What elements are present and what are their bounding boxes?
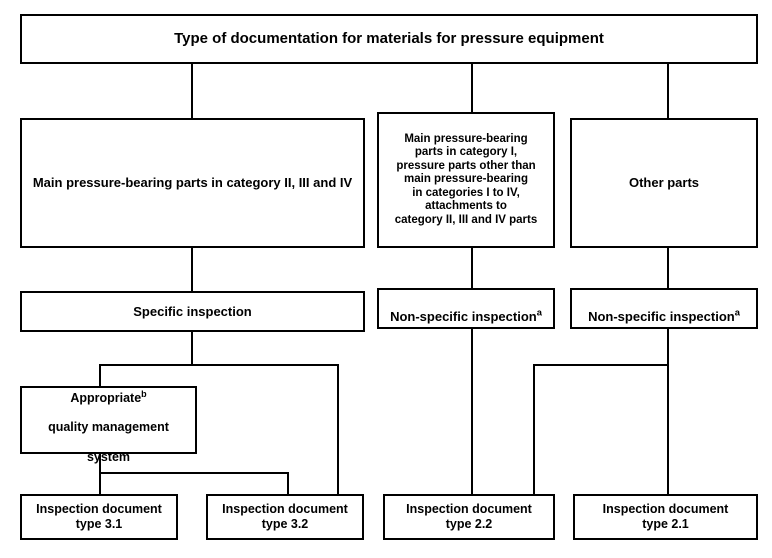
connector-specific-split-bar xyxy=(99,364,339,366)
connector-title-to-cat1 xyxy=(191,62,193,120)
title-box-label: Type of documentation for materials for … xyxy=(174,30,604,48)
category-box-1: Main pressure-bearing parts in category … xyxy=(20,118,365,248)
qms-line-3: system xyxy=(86,449,131,464)
footnote-marker-a1: a xyxy=(536,307,542,318)
title-box: Type of documentation for materials for … xyxy=(20,14,758,64)
connector-split-to-doc32 xyxy=(337,364,339,496)
connector-nonspecific-a1-to-doc22 xyxy=(471,328,473,496)
connector-specific-drop xyxy=(191,330,193,366)
document-box-type-31-label: Inspection document type 3.1 xyxy=(36,502,162,531)
connector-nonspecific-a2-drop xyxy=(667,328,669,366)
inspection-box-nonspecific-a1-label: Non-specific inspectiona xyxy=(386,293,546,324)
document-box-type-22: Inspection document type 2.2 xyxy=(383,494,555,540)
connector-a2-bar-to-doc22-right xyxy=(533,364,535,496)
category-box-3-label: Other parts xyxy=(628,175,700,191)
connector-nonspecific-a2-bar xyxy=(533,364,669,366)
quality-management-box-label: Appropriateb quality management system xyxy=(44,376,173,465)
connector-qms-to-doc32-left xyxy=(287,472,289,496)
inspection-a1-text: Non-specific inspection xyxy=(390,308,537,324)
inspection-a2-text: Non-specific inspection xyxy=(588,308,735,324)
document-box-type-21: Inspection document type 2.1 xyxy=(573,494,758,540)
inspection-box-specific-label: Specific inspection xyxy=(133,303,252,319)
document-box-type-22-label: Inspection document type 2.2 xyxy=(406,502,532,531)
quality-management-box: Appropriateb quality management system xyxy=(20,386,197,464)
document-box-type-31: Inspection document type 3.1 xyxy=(20,494,178,540)
qms-line-2: quality management xyxy=(48,420,169,434)
category-box-2: Main pressure-bearing parts in category … xyxy=(377,112,555,248)
inspection-box-nonspecific-a2-label: Non-specific inspectiona xyxy=(584,293,744,324)
connector-cat3-to-nonspecific-21 xyxy=(667,246,669,291)
category-box-3: Other parts xyxy=(570,118,758,248)
connector-title-to-cat3 xyxy=(667,62,669,120)
footnote-marker-a2: a xyxy=(734,307,740,318)
category-box-2-label: Main pressure-bearing parts in category … xyxy=(394,132,538,226)
document-box-type-32-label: Inspection document type 3.2 xyxy=(222,502,348,531)
document-box-type-32: Inspection document type 3.2 xyxy=(206,494,364,540)
connector-a2-to-doc21 xyxy=(667,364,669,496)
connector-split-to-qms xyxy=(99,364,101,386)
connector-cat2-to-nonspecific-22 xyxy=(471,246,473,291)
connector-qms-to-doc31 xyxy=(99,472,101,496)
qms-line-1: Appropriate xyxy=(70,390,142,405)
footnote-marker-b: b xyxy=(141,388,147,399)
connector-qms-drop xyxy=(99,452,101,474)
inspection-box-nonspecific-a1: Non-specific inspectiona xyxy=(377,288,555,329)
document-box-type-21-label: Inspection document type 2.1 xyxy=(602,502,729,531)
inspection-box-specific: Specific inspection xyxy=(20,291,365,332)
connector-qms-split-bar xyxy=(99,472,289,474)
connector-cat1-to-specific xyxy=(191,246,193,291)
connector-title-to-cat2 xyxy=(471,62,473,120)
inspection-box-nonspecific-a2: Non-specific inspectiona xyxy=(570,288,758,329)
category-box-1-label: Main pressure-bearing parts in category … xyxy=(32,175,353,191)
